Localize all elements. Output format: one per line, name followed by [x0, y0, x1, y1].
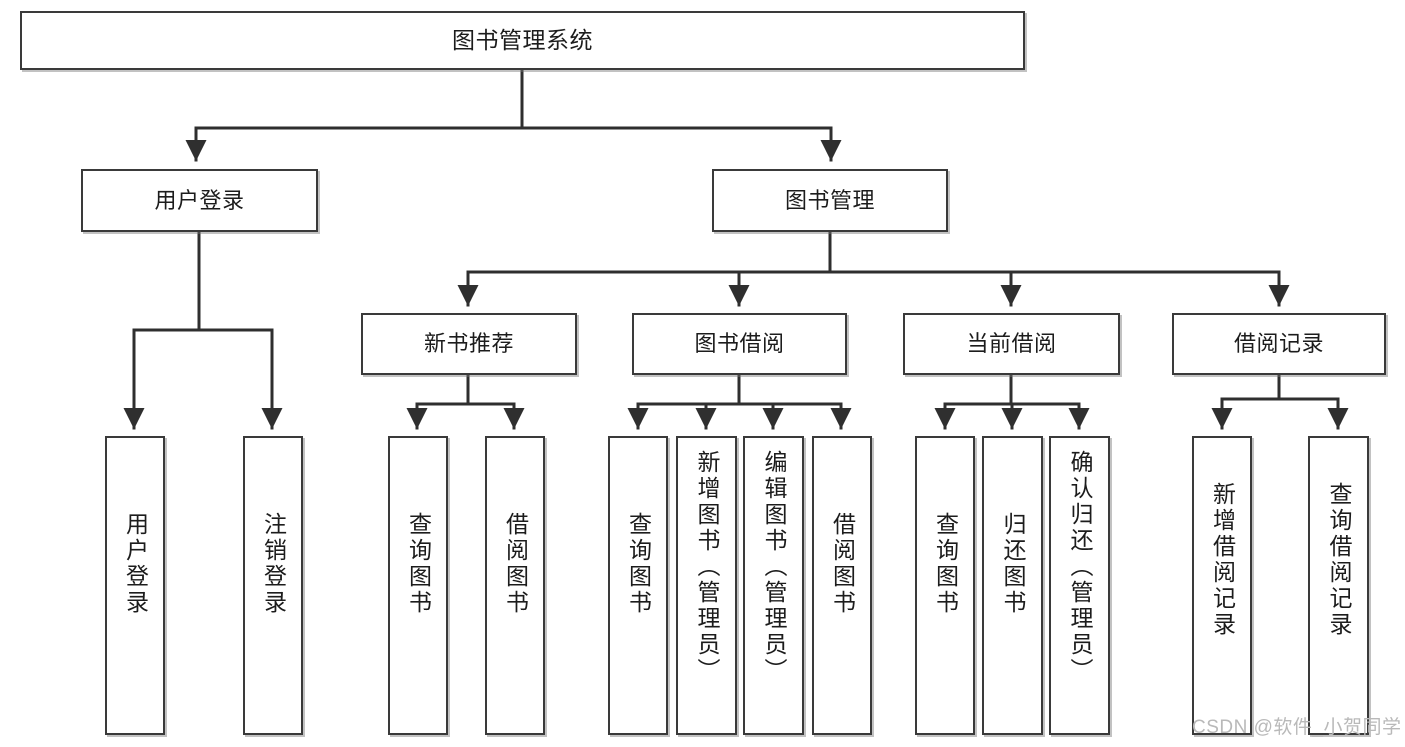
node-borrow-record[interactable]: 借阅记录 — [1172, 313, 1386, 375]
node-label: 新增借阅记录 — [1209, 482, 1236, 638]
node-label: 查询图书 — [625, 512, 652, 616]
node-leaf-user-login[interactable]: 用户登录 — [105, 436, 165, 735]
node-leaf-query-borrow-record[interactable]: 查询借阅记录 — [1308, 436, 1369, 735]
node-leaf-query-book-recommend[interactable]: 查询图书 — [388, 436, 448, 735]
node-leaf-logout-login[interactable]: 注销登录 — [243, 436, 303, 735]
node-book-borrow[interactable]: 图书借阅 — [632, 313, 847, 375]
node-leaf-query-book-borrow[interactable]: 查询图书 — [608, 436, 668, 735]
node-leaf-borrow-book-borrow[interactable]: 借阅图书 — [812, 436, 872, 735]
node-leaf-confirm-return[interactable]: 确认归还（管理员） — [1049, 436, 1110, 735]
node-book-management[interactable]: 图书管理 — [712, 169, 948, 232]
node-leaf-query-book-current[interactable]: 查询图书 — [915, 436, 975, 735]
node-label: 图书管理系统 — [452, 27, 593, 54]
node-leaf-edit-book[interactable]: 编辑图书（管理员） — [743, 436, 804, 735]
node-label: 借阅图书 — [829, 512, 856, 616]
node-label: 借阅记录 — [1233, 331, 1324, 357]
node-label: 查询借阅记录 — [1326, 482, 1352, 638]
node-label: 图书管理 — [784, 187, 875, 213]
node-label: 查询图书 — [932, 512, 959, 616]
node-label: 图书借阅 — [694, 331, 785, 357]
node-leaf-return-book[interactable]: 归还图书 — [982, 436, 1043, 735]
node-user-login[interactable]: 用户登录 — [81, 169, 318, 232]
node-label: 当前借阅 — [966, 331, 1057, 357]
node-label: 用户登录 — [154, 187, 245, 213]
node-label: 查询图书 — [405, 512, 432, 616]
node-leaf-add-book[interactable]: 新增图书（管理员） — [676, 436, 737, 735]
node-label: 用户登录 — [122, 512, 149, 616]
node-label: 归还图书 — [1000, 512, 1026, 616]
node-label: 确认归还（管理员） — [1067, 450, 1093, 684]
node-label: 新书推荐 — [423, 331, 514, 357]
node-leaf-add-borrow-record[interactable]: 新增借阅记录 — [1192, 436, 1252, 735]
node-new-book-recommend[interactable]: 新书推荐 — [361, 313, 577, 375]
node-label: 注销登录 — [260, 512, 287, 616]
node-label: 编辑图书（管理员） — [761, 450, 787, 684]
node-label: 借阅图书 — [502, 512, 529, 616]
node-current-borrow[interactable]: 当前借阅 — [903, 313, 1120, 375]
node-leaf-borrow-book-recommend[interactable]: 借阅图书 — [485, 436, 545, 735]
node-label: 新增图书（管理员） — [694, 450, 720, 684]
node-root-book-management-system[interactable]: 图书管理系统 — [20, 11, 1025, 70]
